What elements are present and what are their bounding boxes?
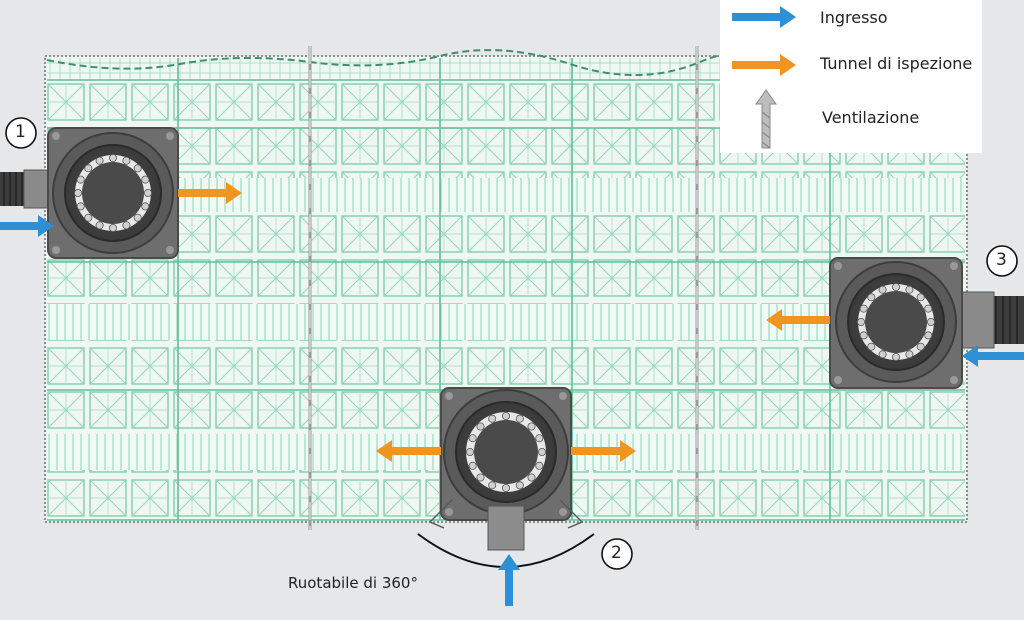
inlet-arrow-icon (962, 345, 1024, 367)
inspection-chamber-2 (428, 387, 584, 551)
inlet-arrow-icon (0, 215, 54, 237)
chamber-number-3: 3 (996, 250, 1007, 270)
cover-bolt (141, 175, 150, 184)
cover-bolt (527, 473, 536, 482)
legend-tunnel-label: Tunnel di ispezione (820, 54, 973, 73)
cover-bolt (468, 461, 477, 470)
cover-bolt (465, 447, 474, 456)
cover-bolt (535, 461, 544, 470)
cover-bolt (859, 331, 868, 340)
cover-bolt (488, 481, 497, 490)
chamber-number-badge-2 (601, 538, 633, 570)
cover-bolt (878, 350, 887, 359)
legend-panel: Ingresso Tunnel di ispezione Ventilazion… (720, 0, 982, 153)
chamber-number-1: 1 (15, 122, 26, 142)
cover-bolt (74, 188, 83, 197)
cover-bolt (476, 422, 485, 431)
cover-bolt (501, 483, 510, 492)
tunnel-arrow-icon (571, 440, 636, 462)
tunnel-arrow-icon (732, 54, 796, 76)
cover-bolt (924, 331, 933, 340)
cover-bolt (867, 293, 876, 302)
cover-bolt (76, 202, 85, 211)
cover-bolt (859, 304, 868, 313)
cover-bolt (538, 447, 547, 456)
cover-bolt (905, 350, 914, 359)
cover-bolt (857, 317, 866, 326)
chamber-number-badge-3 (986, 245, 1018, 277)
cover-bolt (468, 434, 477, 443)
cover-bolt (916, 342, 925, 351)
inspection-chamber-1 (0, 127, 179, 259)
cover-bolt (76, 175, 85, 184)
cover-bolt (924, 304, 933, 313)
rotation-caption: Ruotabile di 360° (288, 574, 418, 592)
cover-bolt (133, 213, 142, 222)
cover-bolt (878, 285, 887, 294)
cover-bolt (535, 434, 544, 443)
cover-bolt (905, 285, 914, 294)
cover-bolt (109, 223, 118, 232)
cover-bolt (892, 282, 901, 291)
cover-bolt (141, 202, 150, 211)
chamber-number-2: 2 (611, 543, 622, 563)
cover-bolt (476, 473, 485, 482)
inspection-chamber-3 (829, 257, 1024, 389)
cover-bolt (527, 422, 536, 431)
inlet-arrow-icon (732, 6, 796, 28)
cover-bolt (122, 221, 131, 230)
cover-bolt (95, 156, 104, 165)
cover-bolt (84, 164, 93, 173)
tunnel-arrow-icon (178, 182, 242, 204)
cover-bolt (892, 352, 901, 361)
cover-bolt (515, 481, 524, 490)
cover-bolt (95, 221, 104, 230)
tunnel-arrow-icon (766, 309, 830, 331)
cover-bolt (916, 293, 925, 302)
cover-bolt (515, 414, 524, 423)
cover-bolt (488, 414, 497, 423)
legend-inlet-label: Ingresso (820, 8, 888, 27)
cover-bolt (84, 213, 93, 222)
cover-bolt (109, 153, 118, 162)
cover-bolt (501, 411, 510, 420)
tunnel-arrow-icon (376, 440, 441, 462)
ventilation-arrow-icon (755, 89, 777, 149)
cover-bolt (143, 188, 152, 197)
cover-bolt (122, 156, 131, 165)
inlet-arrow-icon (498, 554, 520, 606)
cover-bolt (867, 342, 876, 351)
cover-bolt (133, 164, 142, 173)
legend-ventilation-label: Ventilazione (822, 108, 920, 127)
chamber-number-badge-1 (5, 117, 37, 149)
cover-bolt (927, 317, 936, 326)
